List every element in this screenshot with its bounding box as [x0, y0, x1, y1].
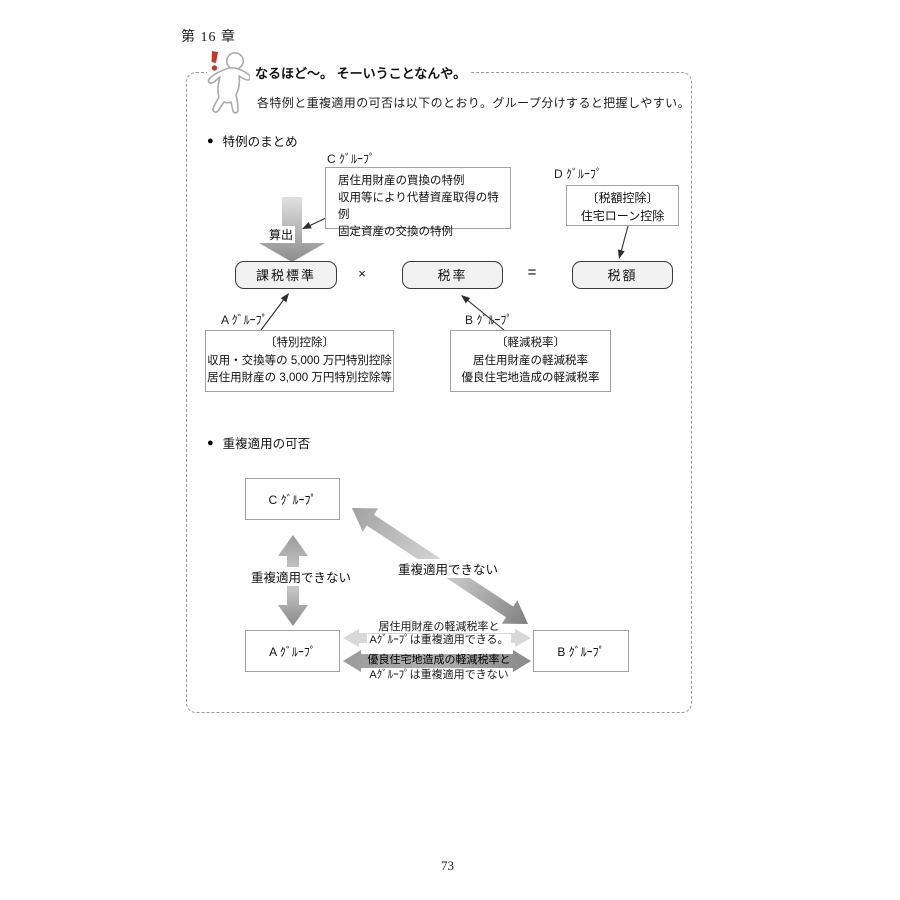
- node-a-box: A ｸﾞﾙｰﾌﾟ: [245, 630, 340, 672]
- group-a-item: 〔特別控除〕: [265, 337, 334, 349]
- formula-zeigaku-box: 税額: [572, 261, 673, 289]
- group-d-label: D ｸﾞﾙｰﾌﾟ: [554, 167, 603, 181]
- group-a-label: A ｸﾞﾙｰﾌﾟ: [221, 313, 268, 327]
- formula-multiply-sign: ×: [358, 266, 366, 281]
- exclamation-dot: [211, 65, 218, 71]
- group-d-box: 〔税額控除〕 住宅ローン控除: [566, 185, 679, 226]
- group-b-box: 〔軽減税率〕 居住用財産の軽減税率 優良住宅地造成の軽減税率: [450, 330, 611, 392]
- group-c-item: 居住用財産の買換の特例: [338, 175, 465, 187]
- relation-a-b-ok-line1: 居住用財産の軽減税率と: [376, 621, 502, 633]
- group-b-item: 優良住宅地造成の軽減税率: [461, 372, 600, 384]
- chapter-heading: 第 16 章: [181, 30, 236, 45]
- callout-title: なるほど～。 そーいうことなんや。: [250, 63, 472, 82]
- group-b-item: 居住用財産の軽減税率: [473, 354, 588, 367]
- group-d-item: 〔税額控除〕: [586, 191, 659, 205]
- bullet-icon: ●: [207, 436, 214, 449]
- page-number: 73: [441, 858, 454, 873]
- group-b-item: 〔軽減税率〕: [496, 337, 565, 349]
- relation-a-b-ng-line1: 優良住宅地造成の軽減税率と: [367, 654, 511, 666]
- formula-zeiritsu-box: 税率: [402, 261, 503, 289]
- section1-heading: ● 特例のまとめ: [207, 131, 298, 150]
- section1-title: 特例のまとめ: [222, 135, 298, 149]
- group-a-item: 収用・交換等の 5,000 万円特別控除: [207, 354, 392, 367]
- group-c-item: 固定資産の交換の特例: [338, 226, 453, 238]
- section2-title: 重複適用の可否: [222, 437, 311, 451]
- relation-a-b-ok-line2: Aｸﾞﾙｰﾌﾟは重複適用できる。: [367, 634, 511, 646]
- bullet-icon: ●: [207, 134, 214, 147]
- relation-a-b-ng-line2: Aｸﾞﾙｰﾌﾟは重複適用できない: [369, 669, 509, 681]
- group-c-item: 収用等により代替資産取得の特例: [338, 192, 499, 221]
- group-d-item: 住宅ローン控除: [580, 209, 665, 223]
- relation-a-b-ok-label: 居住用財産の軽減税率と Aｸﾞﾙｰﾌﾟは重複適用できる。: [352, 621, 526, 647]
- node-b-box: B ｸﾞﾙｰﾌﾟ: [533, 630, 629, 672]
- group-a-item: 居住用財産の 3,000 万円特別控除等: [207, 372, 392, 384]
- person-exclamation-icon: [207, 49, 252, 114]
- formula-equals-sign: =: [527, 264, 537, 281]
- node-c-box: C ｸﾞﾙｰﾌﾟ: [245, 478, 340, 520]
- formula-kazeihyojun-box: 課税標準: [235, 261, 337, 289]
- relation-c-a-label: 重複適用できない: [248, 567, 355, 586]
- person-body: [207, 67, 252, 114]
- section2-heading: ● 重複適用の可否: [207, 433, 310, 452]
- person-head: [225, 52, 244, 70]
- relation-c-b-label: 重複適用できない: [395, 559, 502, 578]
- exclamation-bar: [211, 51, 218, 63]
- callout-intro: 各特例と重複適用の可否は以下のとおり。グループ分けすると把握しやすい。: [257, 96, 690, 110]
- derive-label: 算出: [267, 226, 296, 243]
- group-b-label: B ｸﾞﾙｰﾌﾟ: [465, 313, 513, 327]
- group-a-box: 〔特別控除〕 収用・交換等の 5,000 万円特別控除 居住用財産の 3,000…: [205, 330, 394, 392]
- group-c-label: C ｸﾞﾙｰﾌﾟ: [327, 152, 376, 166]
- group-c-box: 居住用財産の買換の特例 収用等により代替資産取得の特例 固定資産の交換の特例: [325, 167, 511, 238]
